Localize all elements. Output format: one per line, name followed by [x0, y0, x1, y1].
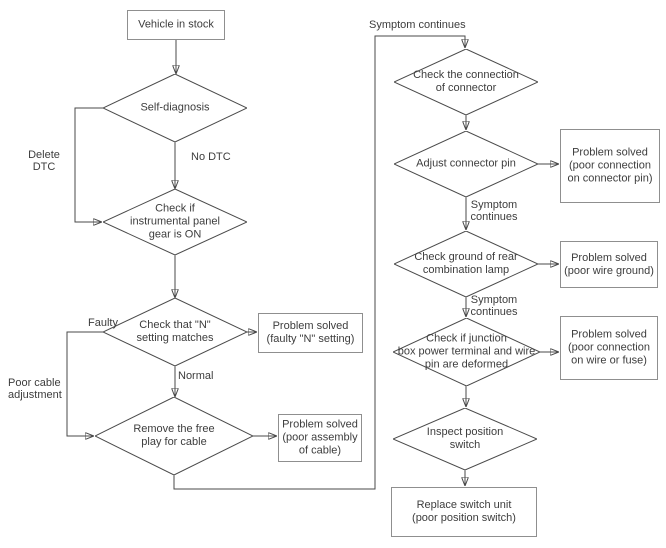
- node-label: Problem solved (poor connection on conne…: [567, 146, 653, 185]
- diamond-shape: [393, 318, 540, 386]
- node-check-n-setting: Check that "N" setting matches: [103, 298, 247, 366]
- node-label: Problem solved (poor connection on wire …: [568, 328, 650, 367]
- node-problem-faulty-n: Problem solved (faulty "N" setting): [258, 313, 363, 353]
- node-label: Problem solved (poor wire ground): [564, 251, 654, 277]
- node-remove-free-play: Remove the free play for cable: [95, 397, 253, 475]
- diamond-shape: [103, 189, 247, 255]
- diamond-shape: [103, 298, 247, 366]
- node-label: Problem solved (faulty "N" setting): [266, 320, 355, 345]
- diamond-shape: [394, 49, 538, 115]
- label-no-dtc: No DTC: [191, 151, 231, 163]
- diamond-shape: [394, 231, 538, 297]
- node-label: Inspect position switch: [426, 426, 504, 451]
- node-label: Vehicle in stock: [138, 18, 214, 31]
- node-label: Check if junction box power terminal and…: [397, 332, 536, 371]
- node-replace-switch: Replace switch unit (poor position switc…: [391, 487, 537, 537]
- node-problem-wire-fuse: Problem solved (poor connection on wire …: [560, 316, 658, 380]
- label-symptom-continues-top: Symptom continues: [369, 19, 466, 31]
- node-inspect-position-switch: Inspect position switch: [393, 408, 537, 470]
- node-label: Self-diagnosis: [140, 101, 210, 114]
- node-label: Check the connection of connector: [413, 69, 519, 94]
- node-label: Replace switch unit (poor position switc…: [412, 499, 516, 524]
- diamond-shape: [103, 74, 247, 142]
- diamond-shape: [95, 397, 253, 475]
- node-check-junction-box: Check if junction box power terminal and…: [393, 318, 540, 386]
- node-label: Remove the free play for cable: [133, 423, 215, 448]
- node-label: Check ground of rear combination lamp: [414, 251, 518, 276]
- node-vehicle-in-stock: Vehicle in stock: [127, 10, 225, 40]
- label-symptom-continues-2: Symptom continues: [470, 294, 518, 318]
- node-check-panel-gear: Check if instrumental panel gear is ON: [103, 189, 247, 255]
- node-adjust-connector-pin: Adjust connector pin: [394, 131, 538, 197]
- label-faulty: Faulty: [88, 317, 118, 329]
- diamond-shape: [394, 131, 538, 197]
- node-label: Adjust connector pin: [416, 157, 516, 170]
- node-problem-wire-ground: Problem solved (poor wire ground): [560, 241, 658, 288]
- node-self-diagnosis: Self-diagnosis: [103, 74, 247, 142]
- node-problem-connector-pin: Problem solved (poor connection on conne…: [560, 129, 660, 203]
- label-poor-cable-adjustment: Poor cable adjustment: [8, 377, 62, 401]
- node-label: Check that "N" setting matches: [136, 319, 214, 344]
- node-label: Check if instrumental panel gear is ON: [130, 202, 220, 241]
- label-normal: Normal: [178, 370, 214, 382]
- label-delete-dtc: Delete DTC: [28, 149, 60, 173]
- node-problem-assembly: Problem solved (poor assembly of cable): [278, 414, 362, 462]
- edge-delete-dtc-loop: [74, 107, 103, 222]
- node-label: Problem solved (poor assembly of cable): [282, 418, 358, 457]
- label-symptom-continues-1: Symptom continues: [470, 199, 518, 223]
- node-check-connection: Check the connection of connector: [394, 49, 538, 115]
- diamond-shape: [393, 408, 537, 470]
- node-check-ground: Check ground of rear combination lamp: [394, 231, 538, 297]
